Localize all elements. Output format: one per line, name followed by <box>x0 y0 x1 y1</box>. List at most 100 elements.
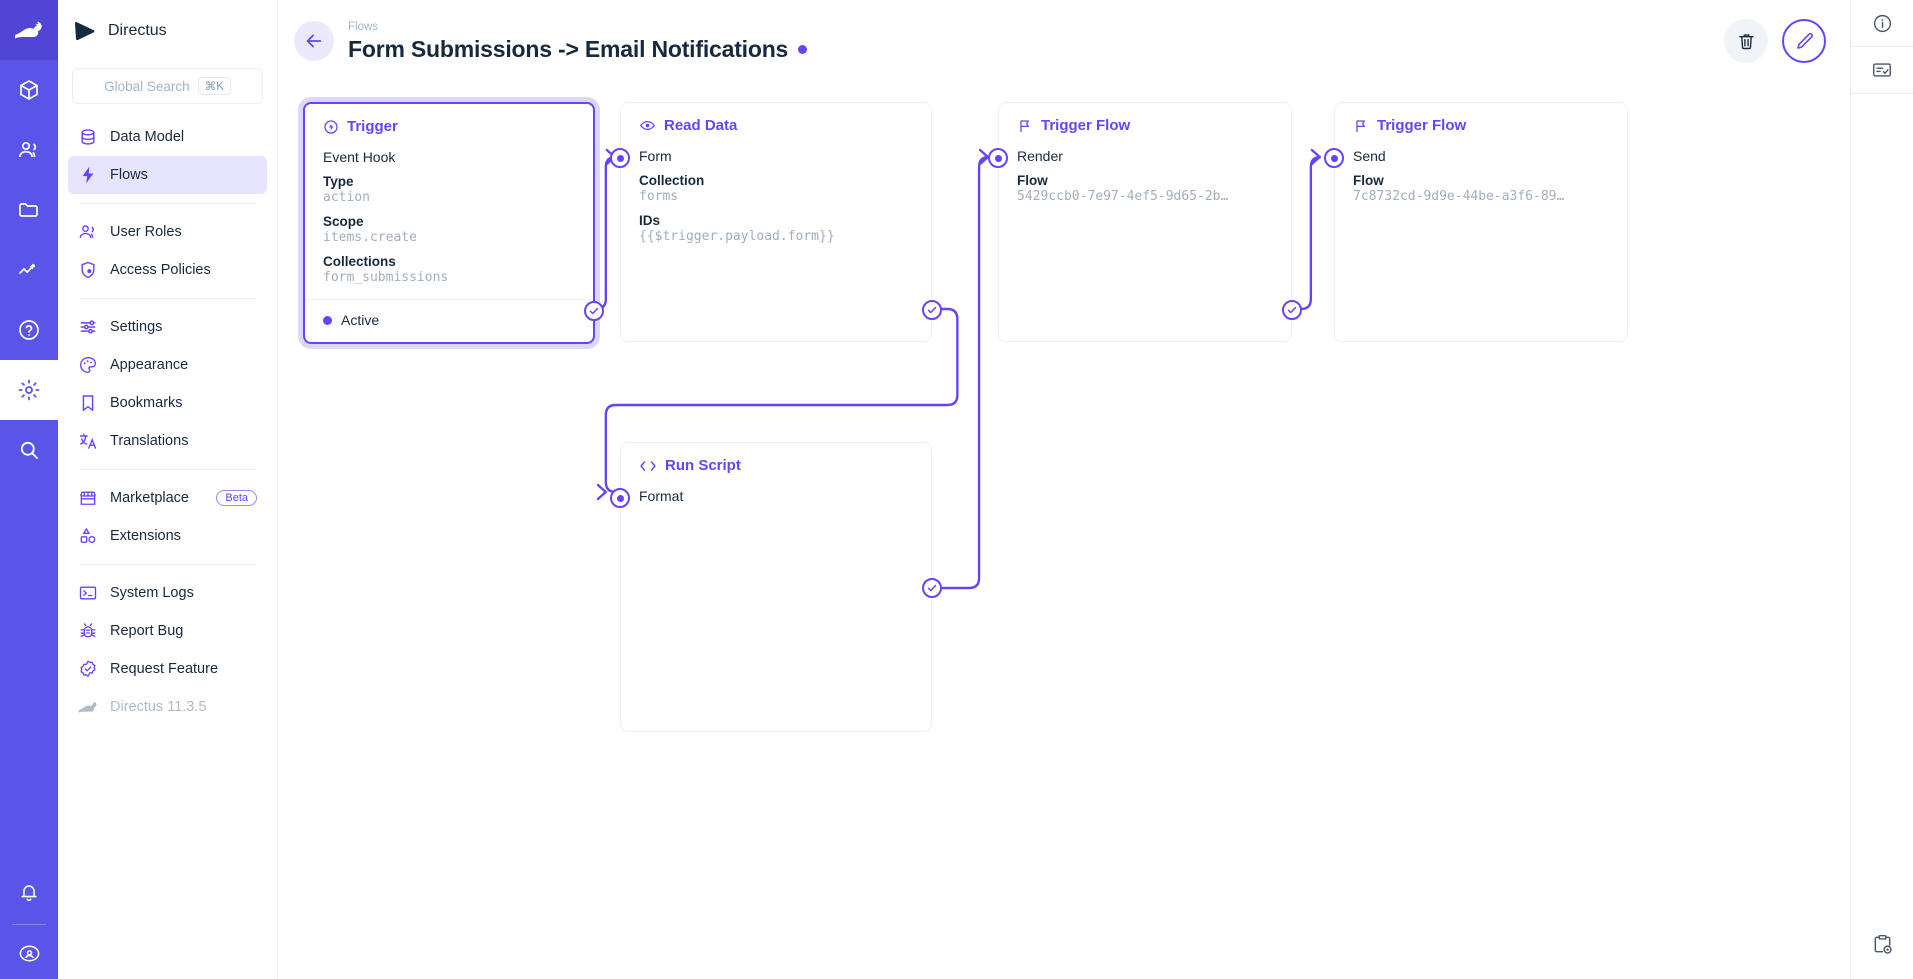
field-value-collections: form_submissions <box>323 270 449 285</box>
flow-node-read-data[interactable]: Read Data Form Collection forms IDs {{$t… <box>610 102 942 342</box>
active-status-label: Active <box>341 312 380 328</box>
flow-info-button[interactable] <box>1851 0 1913 46</box>
module-user-account[interactable] <box>0 927 58 979</box>
right-sidebar <box>1850 0 1913 979</box>
handle-trigger-flow-render-input[interactable] <box>988 148 1008 168</box>
active-status-dot <box>323 315 332 325</box>
handle-trigger-resolve[interactable] <box>584 301 604 321</box>
sidebar-item-user-roles[interactable]: User Roles <box>68 213 267 251</box>
node-title-text: Run Script <box>665 457 741 474</box>
flow-logs-button[interactable] <box>1851 47 1913 93</box>
right-sidebar-divider-2 <box>1850 93 1913 94</box>
sidebar-item-label: Access Policies <box>110 262 211 278</box>
global-search-input[interactable]: Global Search ⌘K <box>72 68 263 104</box>
field-label-scope: Scope <box>323 214 364 229</box>
sidebar-item-data-model[interactable]: Data Model <box>68 118 267 156</box>
module-insights[interactable] <box>0 240 58 300</box>
extensions-icon <box>78 526 98 546</box>
node-title-run-script: Run Script <box>639 457 913 474</box>
sidebar-item-label: User Roles <box>110 224 182 240</box>
check-icon <box>1287 306 1297 314</box>
node-title-text: Trigger Flow <box>1377 117 1467 134</box>
sidebar-divider <box>80 203 255 204</box>
back-button[interactable] <box>294 21 334 61</box>
sidebar-item-access-policies[interactable]: Access Policies <box>68 251 267 289</box>
node-title-trigger-flow-send: Trigger Flow <box>1353 117 1609 134</box>
rabbit-icon <box>78 697 98 717</box>
flow-node-trigger-flow-render[interactable]: Trigger Flow Render Flow 5429ccb0-7e97-4… <box>988 102 1302 342</box>
sidebar-item-extensions[interactable]: Extensions <box>68 517 267 555</box>
brand-header: Directus <box>58 0 277 62</box>
rabbit-icon <box>15 21 42 39</box>
edge-run-script-to-trigger-flow-render <box>923 155 990 590</box>
module-content[interactable] <box>0 60 58 120</box>
module-bar <box>0 0 58 979</box>
node-title-read-data: Read Data <box>639 117 913 134</box>
module-search[interactable] <box>0 420 58 480</box>
bug-icon <box>78 621 98 641</box>
delete-flow-button[interactable] <box>1724 19 1768 63</box>
check-icon <box>589 307 599 315</box>
flag-icon <box>1356 119 1365 132</box>
module-docs[interactable] <box>0 300 58 360</box>
page-title-text: Form Submissions -> Email Notifications <box>348 35 789 62</box>
breadcrumb[interactable]: Flows <box>348 20 379 33</box>
module-directus-logo[interactable] <box>0 0 58 60</box>
sidebar-item-translations[interactable]: Translations <box>68 422 267 460</box>
bookmark-icon <box>78 393 98 413</box>
sidebar-item-appearance[interactable]: Appearance <box>68 346 267 384</box>
field-label-flow: Flow <box>1017 173 1048 188</box>
page-header: Flows Form Submissions -> Email Notifica… <box>278 0 1850 82</box>
sidebar-item-report-bug[interactable]: Report Bug <box>68 612 267 650</box>
sidebar-item-label: Directus 11.3.5 <box>110 699 207 715</box>
field-label-flow: Flow <box>1353 173 1384 188</box>
flow-node-run-script[interactable]: Run Script Format <box>610 442 942 732</box>
sidebar-item-label: Report Bug <box>110 623 184 639</box>
sidebar-divider <box>80 564 255 565</box>
handle-trigger-flow-send-input[interactable] <box>1324 148 1344 168</box>
directus-logo-icon <box>75 21 95 41</box>
check-icon <box>927 306 937 314</box>
folder-icon <box>19 203 38 217</box>
gear-icon <box>18 379 40 401</box>
check-icon <box>927 584 937 592</box>
sidebar-item-bookmarks[interactable]: Bookmarks <box>68 384 267 422</box>
visual-editor-button[interactable] <box>1851 909 1913 979</box>
node-title-text: Trigger <box>347 118 398 135</box>
sidebar-item-settings[interactable]: Settings <box>68 308 267 346</box>
handle-read-data-resolve[interactable] <box>922 300 942 320</box>
edit-flow-button[interactable] <box>1782 19 1826 63</box>
bolt-icon <box>78 165 98 185</box>
flow-node-trigger[interactable]: Trigger Event Hook Type action Scope ite… <box>303 102 604 344</box>
sidebar-item-request-feature[interactable]: Request Feature <box>68 650 267 688</box>
sidebar-item-label: Data Model <box>110 129 185 145</box>
flow-canvas[interactable]: Trigger Event Hook Type action Scope ite… <box>278 82 1850 979</box>
bell-icon <box>21 885 37 902</box>
check-badge-icon <box>78 659 98 679</box>
sidebar-item-directus-11-3-5: Directus 11.3.5 <box>68 688 267 726</box>
module-file-library[interactable] <box>0 180 58 240</box>
header-actions <box>1724 19 1826 63</box>
handle-read-data-input[interactable] <box>610 148 630 168</box>
database-icon <box>78 127 98 147</box>
handle-trigger-flow-render-resolve[interactable] <box>1282 300 1302 320</box>
module-notifications[interactable] <box>0 862 58 922</box>
module-bar-divider <box>12 924 46 925</box>
module-user-directory[interactable] <box>0 120 58 180</box>
handle-run-script-input[interactable] <box>610 488 630 508</box>
flow-node-trigger-flow-send[interactable]: Trigger Flow Send Flow 7c8732cd-9d9e-44b… <box>1324 102 1628 342</box>
field-value-flow: 5429ccb0-7e97-4ef5-9d65-2b… <box>1017 189 1229 204</box>
field-label-type: Type <box>323 174 354 189</box>
input-dot-icon <box>616 154 624 162</box>
handle-run-script-resolve[interactable] <box>922 578 942 598</box>
magnifier-icon <box>20 441 38 459</box>
module-settings[interactable] <box>0 360 58 420</box>
node-title-trigger: Trigger <box>323 118 575 135</box>
sidebar-item-flows[interactable]: Flows <box>68 156 267 194</box>
sidebar-item-system-logs[interactable]: System Logs <box>68 574 267 612</box>
people-icon <box>78 222 98 242</box>
store-icon <box>78 488 98 508</box>
